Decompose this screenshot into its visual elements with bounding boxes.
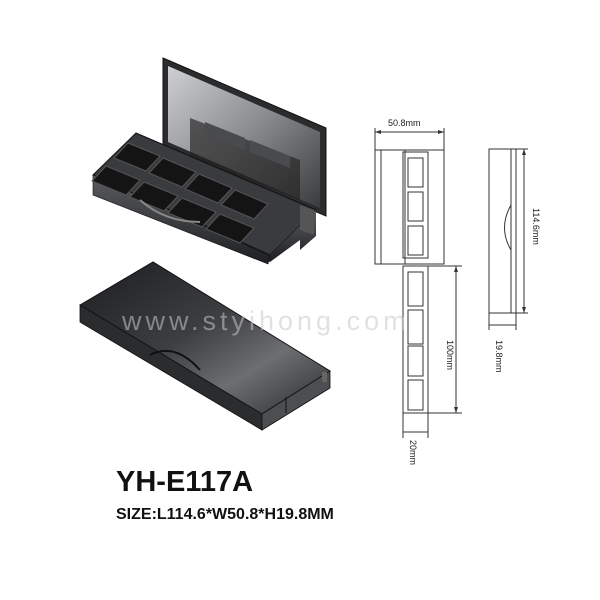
width-dimension-label: 50.8mm (388, 118, 421, 128)
side-outline (488, 148, 517, 314)
tail-dimension-label: 20mm (408, 440, 418, 465)
clasp (322, 372, 327, 382)
product-size: SIZE:L114.6*W50.8*H19.8MM (116, 506, 334, 523)
eyeshadow-pans (91, 142, 269, 244)
compact-base (91, 132, 317, 265)
pan-length-dimension-label: 100mm (445, 340, 455, 370)
compact-lid (162, 57, 327, 217)
front-outline (374, 149, 445, 265)
length-dimension-label: 114.6mm (531, 208, 541, 245)
finger-notch (149, 350, 201, 371)
height-dimension-label: 19.8mm (494, 340, 504, 373)
product-model: YH-E117A (116, 466, 254, 498)
